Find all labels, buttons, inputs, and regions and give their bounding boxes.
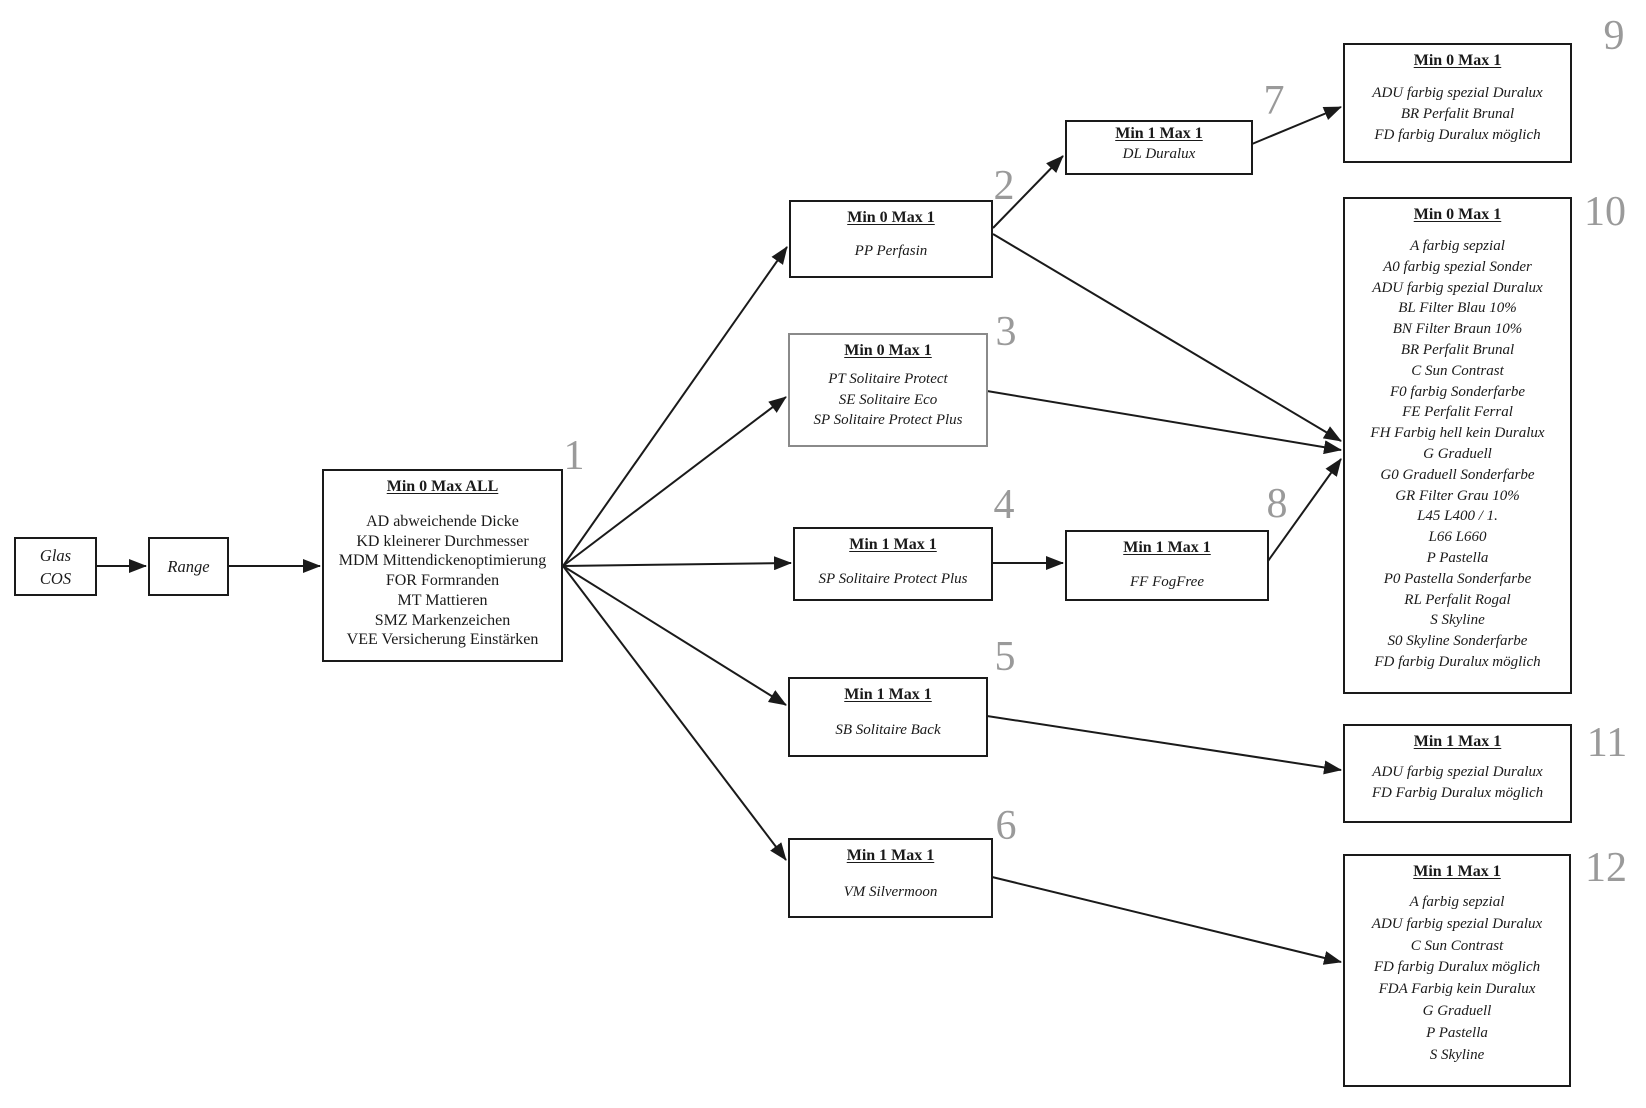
node-4-items: SP Solitaire Protect Plus: [818, 571, 968, 587]
node-3-items: PT Solitaire Protect SE Solitaire Eco SP…: [813, 371, 963, 428]
node-5-number: 5: [994, 634, 1016, 680]
node-8-ff-fogfree: Min 1 Max 1 FF FogFree: [1065, 530, 1269, 601]
node-10-number: 10: [1584, 189, 1626, 235]
node-6-vm-silvermoon: Min 1 Max 1 VM Silvermoon: [788, 838, 993, 918]
node-glas-cos-label: Glas COS: [39, 545, 72, 588]
arrow-box2-to-box10: [992, 233, 1342, 442]
arrow-box1-to-box4: [562, 556, 792, 571]
node-4-sp-solitaire-protect-plus: Min 1 Max 1 SP Solitaire Protect Plus: [793, 527, 993, 601]
node-5-sb-solitaire-back: Min 1 Max 1 SB Solitaire Back: [788, 677, 988, 757]
node-11-header: Min 1 Max 1: [1413, 733, 1502, 750]
node-1-number: 1: [563, 433, 585, 479]
node-10-color-options: Min 0 Max 1 A farbig sepzial A0 farbig s…: [1343, 197, 1572, 694]
node-4-number: 4: [993, 482, 1015, 528]
node-glas-cos: Glas COS: [14, 537, 97, 596]
node-10-header: Min 0 Max 1: [1413, 206, 1502, 223]
node-12-items: A farbig sepzial ADU farbig spezial Dura…: [1371, 894, 1543, 1063]
node-1-header: Min 0 Max ALL: [386, 478, 499, 495]
node-8-items: FF FogFree: [1130, 574, 1204, 590]
arrow-box8-to-box10: [1267, 458, 1342, 562]
node-1-items: AD abweichende Dicke KD kleinerer Durchm…: [338, 513, 547, 649]
node-6-number: 6: [995, 803, 1017, 849]
node-9-number: 9: [1603, 13, 1625, 59]
node-11-items: ADU farbig spezial Duralux FD Farbig Dur…: [1371, 764, 1544, 801]
node-7-items: DL Duralux: [1122, 146, 1196, 162]
node-11-color-options: Min 1 Max 1 ADU farbig spezial Duralux F…: [1343, 724, 1572, 823]
arrow-box6-to-box12: [991, 876, 1342, 965]
node-8-header: Min 1 Max 1: [1123, 539, 1211, 556]
arrow-box5-to-box11: [986, 715, 1342, 775]
node-7-number: 7: [1263, 78, 1285, 124]
node-5-header: Min 1 Max 1: [844, 686, 932, 703]
node-3-solitaire: Min 0 Max 1 PT Solitaire Protect SE Soli…: [788, 333, 988, 447]
node-10-items: A farbig sepzial A0 farbig spezial Sonde…: [1370, 238, 1545, 670]
node-2-items: PP Perfasin: [854, 243, 928, 259]
node-12-color-options: Min 1 Max 1 A farbig sepzial ADU farbig …: [1343, 854, 1571, 1087]
node-11-number: 11: [1586, 720, 1628, 766]
arrow-box1-to-box2: [562, 246, 788, 567]
node-3-header: Min 0 Max 1: [844, 342, 932, 359]
arrow-box7-to-box9: [1251, 106, 1342, 145]
arrow-box1-to-box3: [562, 396, 787, 567]
node-3-number: 3: [995, 309, 1017, 355]
node-range: Range: [148, 537, 229, 596]
node-7-dl-duralux: Min 1 Max 1 DL Duralux: [1065, 120, 1253, 175]
node-4-header: Min 1 Max 1: [849, 536, 937, 553]
node-6-header: Min 1 Max 1: [846, 847, 935, 864]
node-12-number: 12: [1585, 845, 1627, 891]
node-12-header: Min 1 Max 1: [1413, 863, 1501, 880]
node-9-header: Min 0 Max 1: [1413, 52, 1502, 69]
node-9-items: ADU farbig spezial Duralux BR Perfalit B…: [1372, 85, 1543, 143]
arrow-box2-to-box7: [992, 155, 1064, 229]
node-6-items: VM Silvermoon: [843, 884, 938, 900]
node-2-number: 2: [993, 163, 1015, 209]
node-range-label: Range: [167, 557, 210, 576]
node-5-items: SB Solitaire Back: [835, 722, 941, 738]
arrow-box1-to-box5: [562, 565, 787, 706]
node-7-header: Min 1 Max 1: [1115, 125, 1203, 142]
node-2-pp-perfasin: Min 0 Max 1 PP Perfasin: [789, 200, 993, 278]
arrow-box3-to-box10: [986, 390, 1342, 455]
node-9-color-options: Min 0 Max 1 ADU farbig spezial Duralux B…: [1343, 43, 1572, 163]
arrow-box1-to-box6: [562, 565, 787, 861]
node-2-header: Min 0 Max 1: [847, 209, 935, 226]
node-1-options: Min 0 Max ALL AD abweichende Dicke KD kl…: [322, 469, 563, 662]
node-8-number: 8: [1266, 481, 1288, 527]
